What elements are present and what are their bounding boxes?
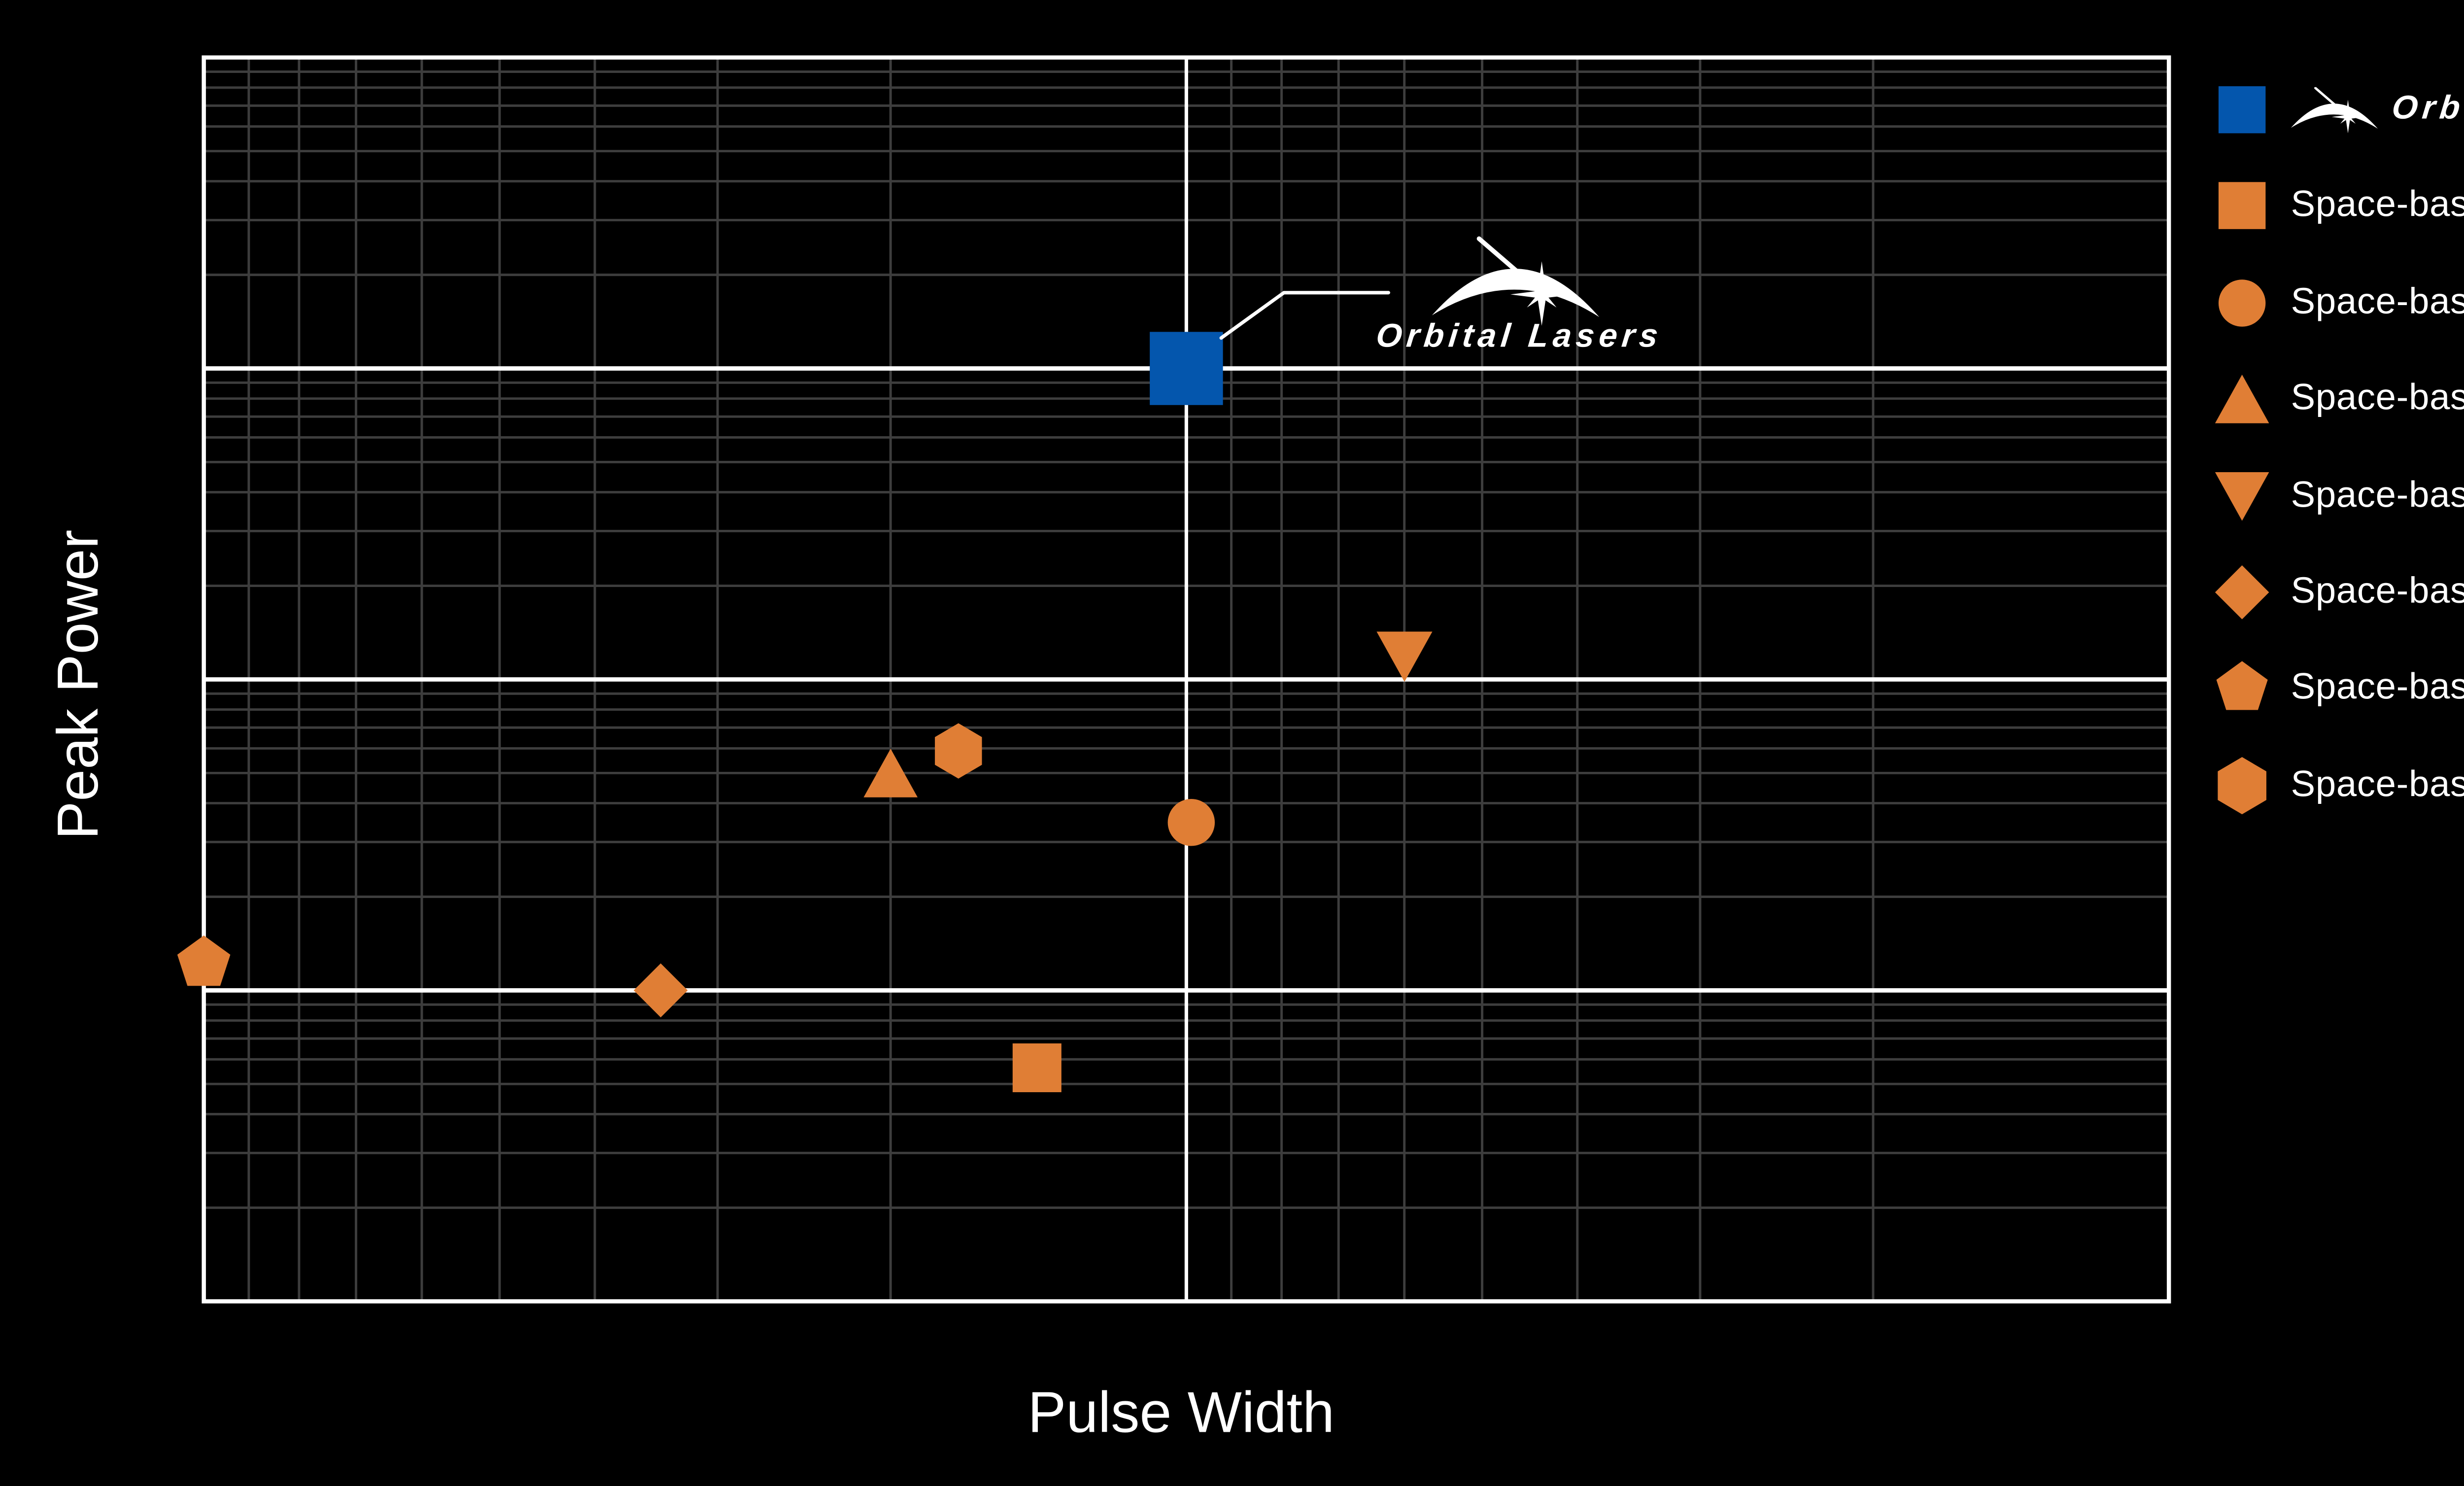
legend-item-c: Space-based Laser C — [2211, 368, 2464, 430]
legend-marker-circle-icon — [2218, 279, 2266, 327]
legend-label: Space-based Laser G — [2291, 764, 2464, 805]
legend-item-d: Space-based Laser D — [2211, 464, 2464, 527]
legend-marker-hexagon-icon — [2218, 757, 2266, 814]
orbital-lasers-logo-icon — [2288, 86, 2382, 133]
legend-item-e: Space-based Laser E — [2211, 561, 2464, 623]
legend-item-g: Space-based Laser G — [2211, 754, 2464, 817]
swatch — [2218, 279, 2266, 327]
legend-label: Space-based Laser A — [2291, 185, 2464, 226]
legend-label: Space-based Laser F — [2291, 668, 2464, 708]
orbital-lasers-logo-wordmark: Orbital Lasers — [1374, 318, 1664, 356]
marker-space-based-laser-c — [863, 749, 918, 797]
y-axis-label: Peak Power — [45, 529, 110, 840]
legend-label: Space-based Laser B — [2291, 281, 2464, 322]
legend-marker-square-icon — [2218, 182, 2266, 230]
legend-orbital-lasers-logo: Orbital Lasers — [2288, 86, 2464, 133]
marker-space-based-laser-d — [1376, 631, 1433, 682]
swatch — [2215, 565, 2269, 620]
legend-marker-diamond-icon — [2215, 565, 2269, 620]
legend-label: Space-based Laser C — [2291, 378, 2464, 418]
marker-space-based-laser-a — [1012, 1043, 1061, 1092]
x-axis-label: Pulse Width — [1027, 1380, 1335, 1445]
legend-item-f: Space-based Laser F — [2211, 657, 2464, 720]
legend-marker-triangle-down-icon — [2215, 471, 2269, 520]
marker-space-based-laser-f — [177, 935, 231, 986]
legend-label: Space-based Laser E — [2291, 571, 2464, 612]
legend-marker-triangle-up-icon — [2215, 375, 2269, 424]
legend-item-orbital-lasers: Orbital Lasers — [2211, 78, 2464, 141]
swatch — [2218, 86, 2266, 134]
orbital-lasers-logo-icon — [1432, 239, 1599, 326]
leader-line — [1219, 291, 1390, 340]
legend-item-a: Space-based Laser A — [2211, 175, 2464, 238]
legend-label: Space-based Laser D — [2291, 475, 2464, 515]
swatch — [2216, 661, 2268, 711]
marker-space-based-laser-b — [1167, 798, 1215, 846]
plot-border — [202, 55, 2171, 1304]
marker-orbital-lasers — [1150, 332, 1223, 405]
data-points — [177, 332, 1433, 1092]
marker-space-based-laser-g — [935, 723, 982, 779]
marker-space-based-laser-e — [633, 963, 688, 1018]
major-grid — [202, 55, 2171, 1304]
legend-marker-pentagon-icon — [2216, 661, 2268, 711]
legend-item-b: Space-based Laser B — [2211, 272, 2464, 334]
swatch — [2215, 471, 2269, 520]
swatch — [2218, 182, 2266, 230]
swatch — [2215, 375, 2269, 424]
legend-marker-square-icon — [2218, 86, 2266, 134]
swatch — [2218, 757, 2266, 814]
orbital-lasers-logo-wordmark: Orbital Lasers — [2390, 90, 2464, 128]
